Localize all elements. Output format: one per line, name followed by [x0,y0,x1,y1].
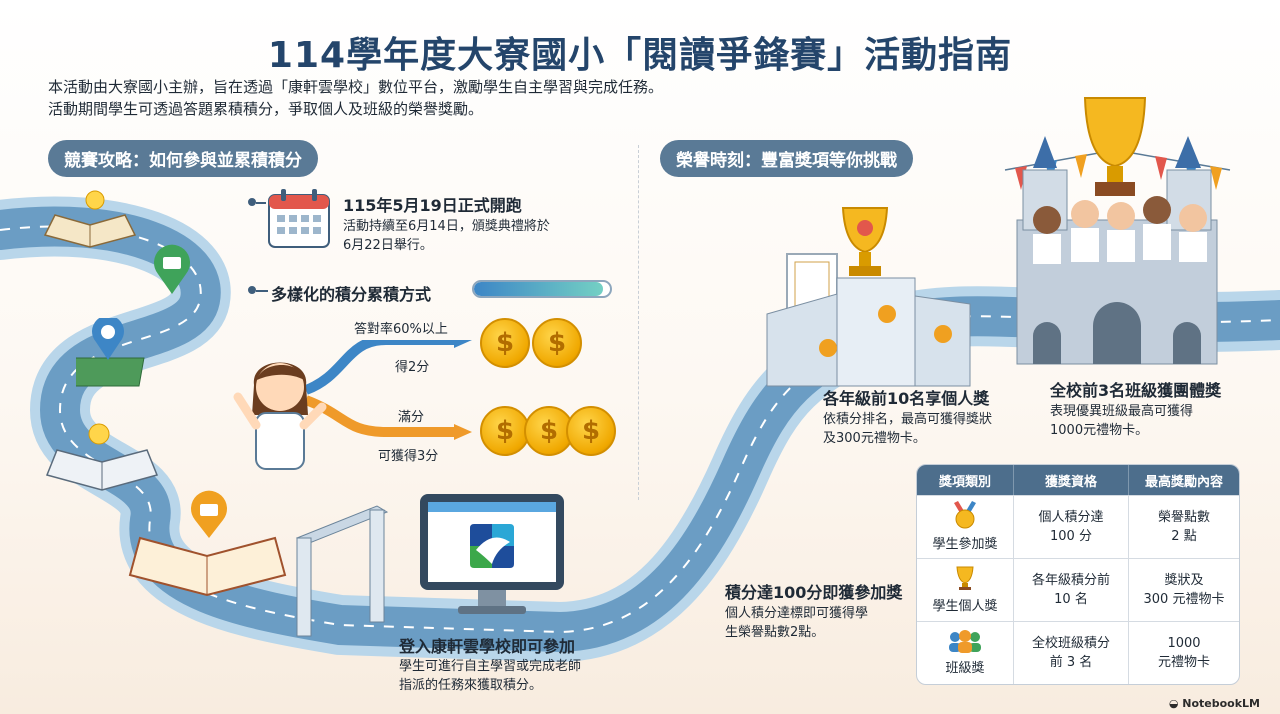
section-title-strategy: 競賽攻略：如何參與並累積積分 [48,140,318,177]
qualification-line-1: 個人積分達 [1038,510,1104,525]
book-pin-icon [154,244,190,294]
intro-line-2: 活動期間學生可透過答題累積積分，爭取個人及班級的榮譽獎勵。 [48,100,484,118]
table-cell-reward: 榮譽點數 2 點 [1129,495,1239,558]
reward-line-1: 1000 [1167,636,1201,651]
large-book-pin-icon [128,490,287,597]
reward-line-2: 元禮物卡 [1157,655,1210,670]
timeline-connector [256,202,266,204]
podium-trophy-icon [766,207,971,387]
individual-desc-line-2: 及300元禮物卡。 [823,431,926,446]
individual-desc-line-1: 依積分排名，最高可獲得獎狀 [823,412,993,427]
awards-table: 獎項類別 獲獎資格 最高獎勵內容 學生參加獎 個人積分達 100 分 榮譽點數 … [916,464,1240,685]
table-cell-qualification: 個人積分達 100 分 [1014,495,1129,558]
table-row: 學生個人獎 各年級積分前 10 名 獎狀及 300 元禮物卡 [917,558,1239,621]
kang-hsuan-logo-icon [470,524,514,568]
path2-label-bottom: 可獲得3分 [378,449,439,464]
section-title-honor: 榮譽時刻：豐富獎項等你挑戰 [660,140,913,177]
notebooklm-logo-text: NotebookLM [1182,697,1260,710]
table-header: 獎項類別 [917,465,1014,495]
table-cell-category: 學生個人獎 [917,558,1014,621]
table-cell-qualification: 各年級積分前 10 名 [1014,558,1129,621]
login-description: 學生可進行自主學習或完成老師 指派的任務來獲取積分。 [399,657,581,695]
qualification-line-2: 前 3 名 [1049,655,1093,670]
points-progress-bar [472,280,612,298]
individual-award-description: 依積分排名，最高可獲得獎狀 及300元禮物卡。 [823,410,992,448]
reward-line-1: 榮譽點數 [1157,510,1210,525]
award-name: 學生個人獎 [932,598,998,614]
qualification-line-2: 10 名 [1054,592,1088,607]
table-row: 班級獎 全校班級積分 前 3 名 1000 元禮物卡 [917,621,1239,684]
qualification-line-1: 全校班級積分 [1031,636,1110,651]
open-book-lightbulb-icon [45,423,159,491]
table-row: 學生參加獎 個人積分達 100 分 榮譽點數 2 點 [917,495,1239,558]
reward-line-2: 2 點 [1171,529,1197,544]
table-cell-category: 班級獎 [917,621,1014,684]
reward-line-2: 300 元禮物卡 [1143,592,1225,607]
participation-award-title: 積分達100分即獲參加獎 [725,583,903,602]
qualification-line-2: 100 分 [1050,529,1092,544]
launch-desc-line-2: 6月22日舉行。 [343,238,433,253]
award-name: 班級獎 [945,660,985,676]
table-cell-reward: 1000 元禮物卡 [1129,621,1239,684]
coin-icon: $ [480,318,530,368]
open-book-icon [43,190,137,248]
launch-description: 活動持續至6月14日，頒獎典禮將於 6月22日舉行。 [343,217,550,255]
coin-icon: $ [480,406,530,456]
group-icon [949,629,981,653]
team-award-title: 全校前3名班級獲團體獎 [1050,381,1222,400]
launch-desc-line-1: 活動持續至6月14日，頒獎典禮將於 [343,219,550,234]
path1-label-top: 答對率60%以上 [354,322,448,337]
timeline-dot [248,198,256,206]
path2-label-top: 滿分 [398,410,425,425]
trophy-icon [956,566,974,590]
participation-desc-line-1: 個人積分達標即可獲得學 [725,606,869,621]
intro-line-1: 本活動由大寮國小主辦，旨在透過「康軒雲學校」數位平台，激勵學生自主學習與完成任務… [48,78,664,96]
qualification-line-1: 各年級積分前 [1031,573,1110,588]
login-desc-line-2: 指派的任務來獲取積分。 [399,678,543,693]
reward-line-1: 獎狀及 [1164,573,1204,588]
award-name: 學生參加獎 [932,536,998,552]
team-award-description: 表現優異班級最高可獲得 1000元禮物卡。 [1050,402,1193,440]
coin-icon: $ [566,406,616,456]
points-title: 多樣化的積分累積方式 [271,285,432,304]
team-desc-line-2: 1000元禮物卡。 [1050,423,1149,438]
path1-label-bottom: 得2分 [395,360,430,375]
intro-text: 本活動由大寮國小主辦，旨在透過「康軒雲學校」數位平台，激勵學生自主學習與完成任務… [48,76,663,120]
timeline-dot [248,286,256,294]
table-cell-category: 學生參加獎 [917,495,1014,558]
table-cell-qualification: 全校班級積分 前 3 名 [1014,621,1129,684]
notebooklm-logo: ◒ NotebookLM [1169,697,1260,710]
login-title: 登入康軒雲學校即可參加 [399,637,576,656]
table-header-row: 獎項類別 獲獎資格 最高獎勵內容 [917,465,1239,495]
castle-trophy-icon [1004,97,1231,365]
coin-icon: $ [524,406,574,456]
individual-award-title: 各年級前10名享個人獎 [823,389,990,408]
student-icon [233,362,327,470]
coin-icon: $ [532,318,582,368]
section-divider [638,145,639,500]
login-desc-line-1: 學生可進行自主學習或完成老師 [399,659,582,674]
table-cell-reward: 獎狀及 300 元禮物卡 [1129,558,1239,621]
microscope-book-icon [76,318,145,387]
table-header: 最高獎勵內容 [1129,465,1239,495]
points-progress-fill [474,282,604,296]
timeline-connector [256,290,268,292]
gate-icon [295,505,389,637]
participation-award-description: 個人積分達標即可獲得學 生榮譽點數2點。 [725,604,868,642]
calendar-icon [268,189,330,248]
medal-icon [954,500,976,528]
notebooklm-logo-icon: ◒ [1168,697,1183,710]
page-title: 114學年度大寮國小「閱讀爭鋒賽」活動指南 [267,35,1013,76]
participation-desc-line-2: 生榮譽點數2點。 [725,625,825,640]
launch-title: 115年5月19日正式開跑 [343,196,522,215]
table-header: 獲獎資格 [1014,465,1129,495]
team-desc-line-1: 表現優異班級最高可獲得 [1050,404,1194,419]
